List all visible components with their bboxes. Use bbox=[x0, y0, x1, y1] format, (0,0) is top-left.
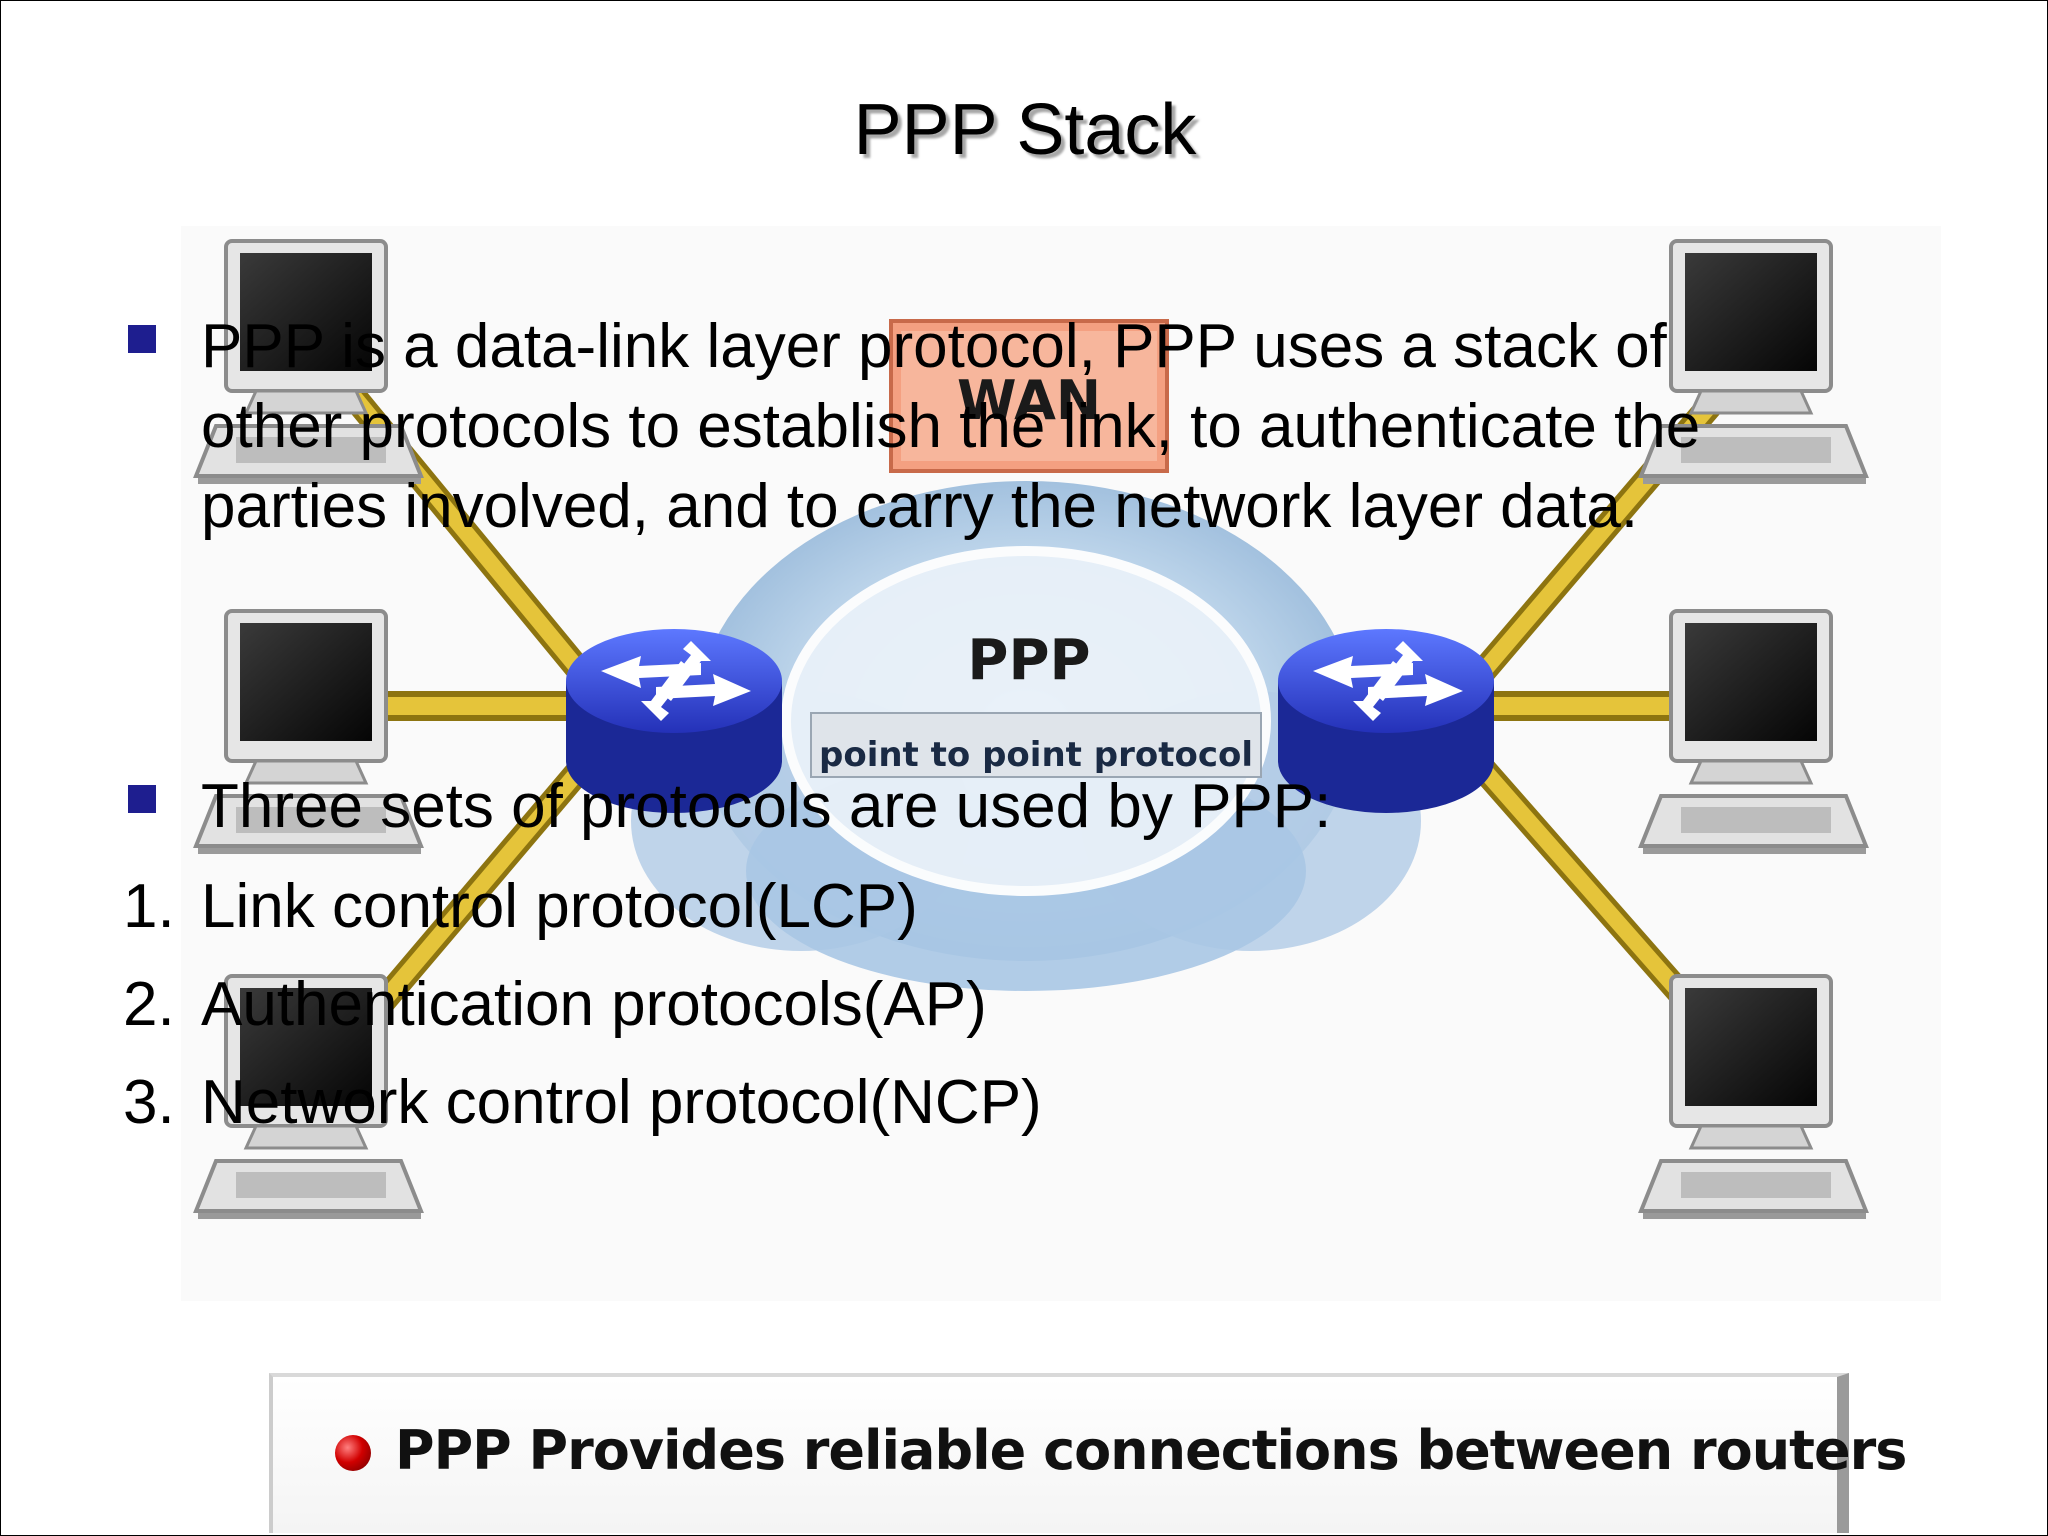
bullet-2-line: Three sets of protocols are used by PPP: bbox=[201, 772, 1332, 841]
numbered-item: 2. Authentication protocols(AP) bbox=[123, 965, 987, 1045]
numbered-item: 1. Link control protocol(LCP) bbox=[123, 867, 918, 947]
footer-caption: PPP Provides reliable connections betwee… bbox=[395, 1419, 1907, 1482]
item-number: 1. bbox=[123, 872, 175, 941]
bullet-1-line: PPP is a data-link layer protocol, PPP u… bbox=[201, 312, 1667, 381]
wan-label: WAN bbox=[957, 369, 1101, 432]
bullet-1-line: parties involved, and to carry the netwo… bbox=[201, 472, 1639, 541]
router-arrows-icon bbox=[601, 641, 751, 721]
item-number: 2. bbox=[123, 970, 175, 1039]
computer-icon bbox=[1641, 976, 1866, 1216]
numbered-item: 3. Network control protocol(NCP) bbox=[123, 1063, 1042, 1143]
item-number: 3. bbox=[123, 1068, 175, 1137]
slide-title: PPP Stack bbox=[853, 90, 1197, 170]
item-text: Link control protocol(LCP) bbox=[201, 872, 918, 941]
bullet-square-icon bbox=[128, 325, 156, 353]
item-text: Authentication protocols(AP) bbox=[201, 970, 987, 1039]
footer-caption-box: PPP Provides reliable connections betwee… bbox=[269, 1373, 1907, 1533]
red-dot-icon bbox=[335, 1435, 371, 1471]
router-left bbox=[566, 629, 782, 813]
item-text: Network control protocol(NCP) bbox=[201, 1068, 1042, 1137]
cloud-label: PPP bbox=[967, 628, 1090, 693]
router-arrows-icon bbox=[1313, 641, 1463, 721]
bullet-2: Three sets of protocols are used by PPP: bbox=[201, 767, 1901, 847]
bullet-1-line: other protocols to establish the link, t… bbox=[201, 392, 1701, 461]
wan-box: WAN bbox=[889, 319, 1169, 473]
ppp-cloud: PPP point to point protocol bbox=[631, 481, 1421, 991]
bullet-square-icon bbox=[128, 785, 156, 813]
bullet-1: PPP is a data-link layer protocol, PPP u… bbox=[201, 307, 1901, 547]
cloud-sublabel: point to point protocol bbox=[819, 735, 1253, 775]
router-right bbox=[1278, 629, 1494, 813]
